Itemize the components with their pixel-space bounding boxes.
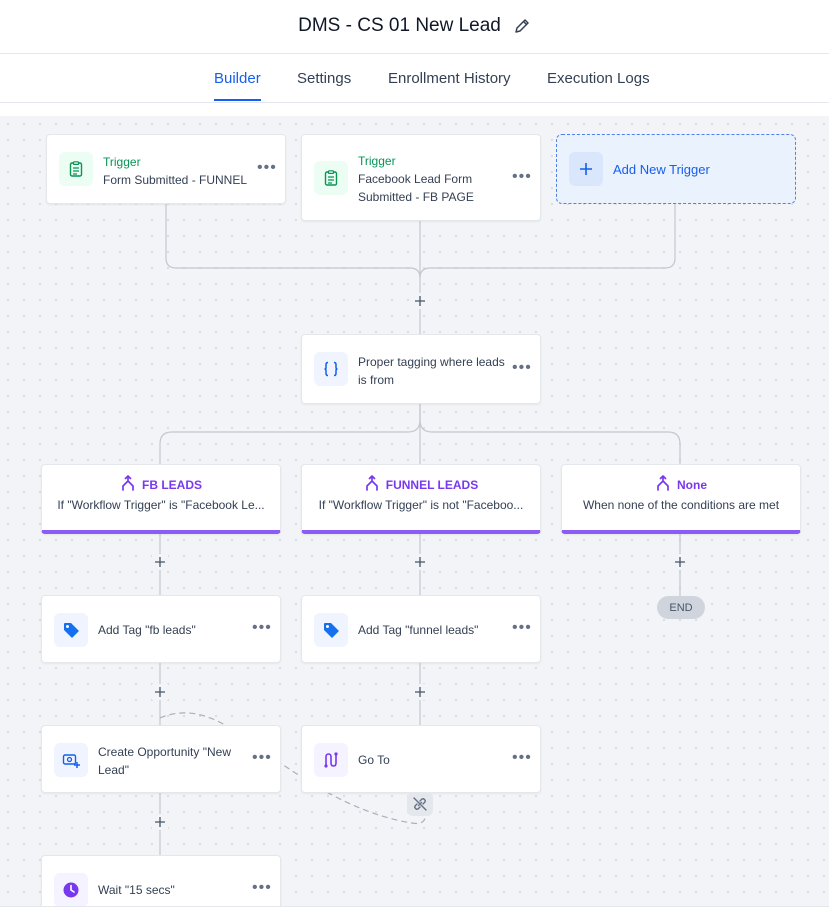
action-text: Proper tagging where leads is from [358,355,505,387]
title-row: DMS - CS 01 New Lead [0,15,829,37]
tab-bar: Builder Settings Enrollment History Exec… [0,54,829,103]
action-card-wait[interactable]: Wait "15 secs" ••• [41,855,281,911]
branch-card-none[interactable]: None When none of the conditions are met [561,464,801,534]
workflow-header: DMS - CS 01 New Lead [0,0,829,54]
branch-name: None [677,477,707,492]
branch-icon [655,475,671,494]
branch-condition: If "Workflow Trigger" is "Facebook Le... [57,498,265,512]
branch-card-fb-leads[interactable]: FB LEADS If "Workflow Trigger" is "Faceb… [41,464,281,534]
action-card-goto[interactable]: Go To ••• [301,725,541,793]
more-menu-icon[interactable]: ••• [512,749,532,766]
trigger-text: Form Submitted - FUNNEL [103,173,248,187]
action-text: Go To [358,753,390,767]
action-text: Create Opportunity "New Lead" [98,745,231,777]
action-text: Wait "15 secs" [98,883,175,897]
tab-builder[interactable]: Builder [214,70,261,87]
add-step-button[interactable] [152,554,168,570]
clock-icon [54,873,88,907]
branch-icon [120,475,136,494]
tab-settings[interactable]: Settings [297,70,352,87]
bottom-bar [0,906,829,911]
plus-icon [569,152,603,186]
tag-icon [54,613,88,647]
add-step-button[interactable] [412,554,428,570]
more-menu-icon[interactable]: ••• [252,749,272,766]
more-menu-icon[interactable]: ••• [512,619,532,636]
action-text: Add Tag "funnel leads" [358,623,479,637]
braces-icon [314,352,348,386]
workflow-title: DMS - CS 01 New Lead [298,15,501,36]
pencil-icon[interactable] [513,17,531,35]
trigger-label: Trigger [103,155,141,169]
add-step-button[interactable] [412,684,428,700]
unlink-icon[interactable] [407,792,433,816]
clipboard-icon [314,161,348,195]
more-menu-icon[interactable]: ••• [252,879,272,896]
goto-icon [314,743,348,777]
trigger-label: Trigger [358,154,396,168]
action-card-tagging[interactable]: Proper tagging where leads is from ••• [301,334,541,404]
tab-execution-logs[interactable]: Execution Logs [547,70,650,87]
branch-name: FUNNEL LEADS [385,477,479,492]
branch-condition: When none of the conditions are met [582,498,780,512]
action-card-create-opportunity[interactable]: Create Opportunity "New Lead" ••• [41,725,281,793]
branch-name: FB LEADS [142,477,202,492]
branch-icon [364,475,380,494]
clipboard-icon [59,152,93,186]
more-menu-icon[interactable]: ••• [512,359,532,376]
branch-card-funnel-leads[interactable]: FUNNEL LEADS If "Workflow Trigger" is no… [301,464,541,534]
more-menu-icon[interactable]: ••• [512,168,532,185]
add-step-button[interactable] [152,814,168,830]
trigger-card-facebook[interactable]: Trigger Facebook Lead Form Submitted - F… [301,134,541,221]
tag-icon [314,613,348,647]
more-menu-icon[interactable]: ••• [252,619,272,636]
action-card-add-tag-fb[interactable]: Add Tag "fb leads" ••• [41,595,281,663]
end-marker: END [657,596,705,619]
action-card-add-tag-funnel[interactable]: Add Tag "funnel leads" ••• [301,595,541,663]
trigger-card-funnel[interactable]: Trigger Form Submitted - FUNNEL ••• [46,134,286,204]
opportunity-icon [54,743,88,777]
more-menu-icon[interactable]: ••• [257,159,277,176]
add-new-trigger-button[interactable]: Add New Trigger [556,134,796,204]
tab-enrollment-history[interactable]: Enrollment History [388,70,511,87]
active-tab-indicator [214,99,261,101]
add-step-button[interactable] [412,293,428,309]
add-trigger-label: Add New Trigger [613,162,710,177]
action-text: Add Tag "fb leads" [98,623,196,637]
add-step-button[interactable] [672,554,688,570]
branch-condition: If "Workflow Trigger" is not "Faceboo... [318,498,524,512]
trigger-text: Facebook Lead Form Submitted - FB PAGE [358,172,474,204]
add-step-button[interactable] [152,684,168,700]
